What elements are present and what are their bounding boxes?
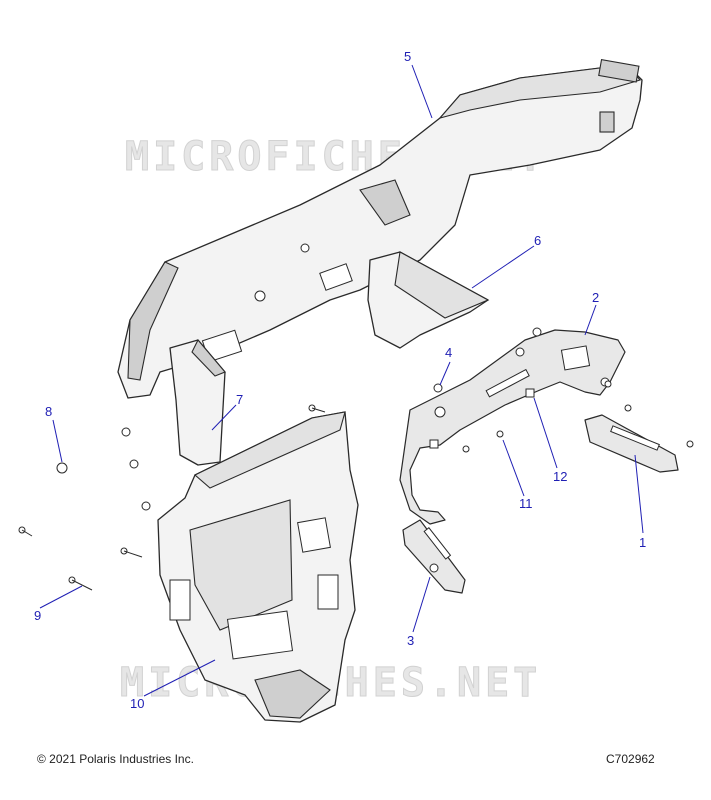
callout-10: 10	[130, 696, 144, 711]
callout-1: 1	[639, 535, 646, 550]
part-small-bracket	[402, 519, 466, 594]
part-side-bin	[367, 251, 490, 349]
callout-5: 5	[404, 49, 411, 64]
callout-6: 6	[534, 233, 541, 248]
part-upper-dash-panel	[117, 58, 643, 399]
copyright-notice: © 2021 Polaris Industries Inc.	[37, 752, 194, 766]
part-left-support	[169, 339, 226, 466]
callout-3: 3	[407, 633, 414, 648]
part-right-bracket	[584, 414, 679, 473]
fasteners	[18, 327, 694, 591]
part-mounting-bracket	[399, 329, 626, 525]
callout-4: 4	[445, 345, 452, 360]
callout-2: 2	[592, 290, 599, 305]
part-lower-console	[157, 411, 359, 723]
callout-11: 11	[519, 496, 533, 511]
callout-12: 12	[553, 469, 567, 484]
leader-lines	[39, 64, 644, 697]
callout-8: 8	[45, 404, 52, 419]
figure-id: C702962	[606, 752, 655, 766]
callout-9: 9	[34, 608, 41, 623]
callout-7: 7	[236, 392, 243, 407]
callouts: 1 2 3 4 5 6 7 8 9 10 11 12	[34, 49, 646, 711]
